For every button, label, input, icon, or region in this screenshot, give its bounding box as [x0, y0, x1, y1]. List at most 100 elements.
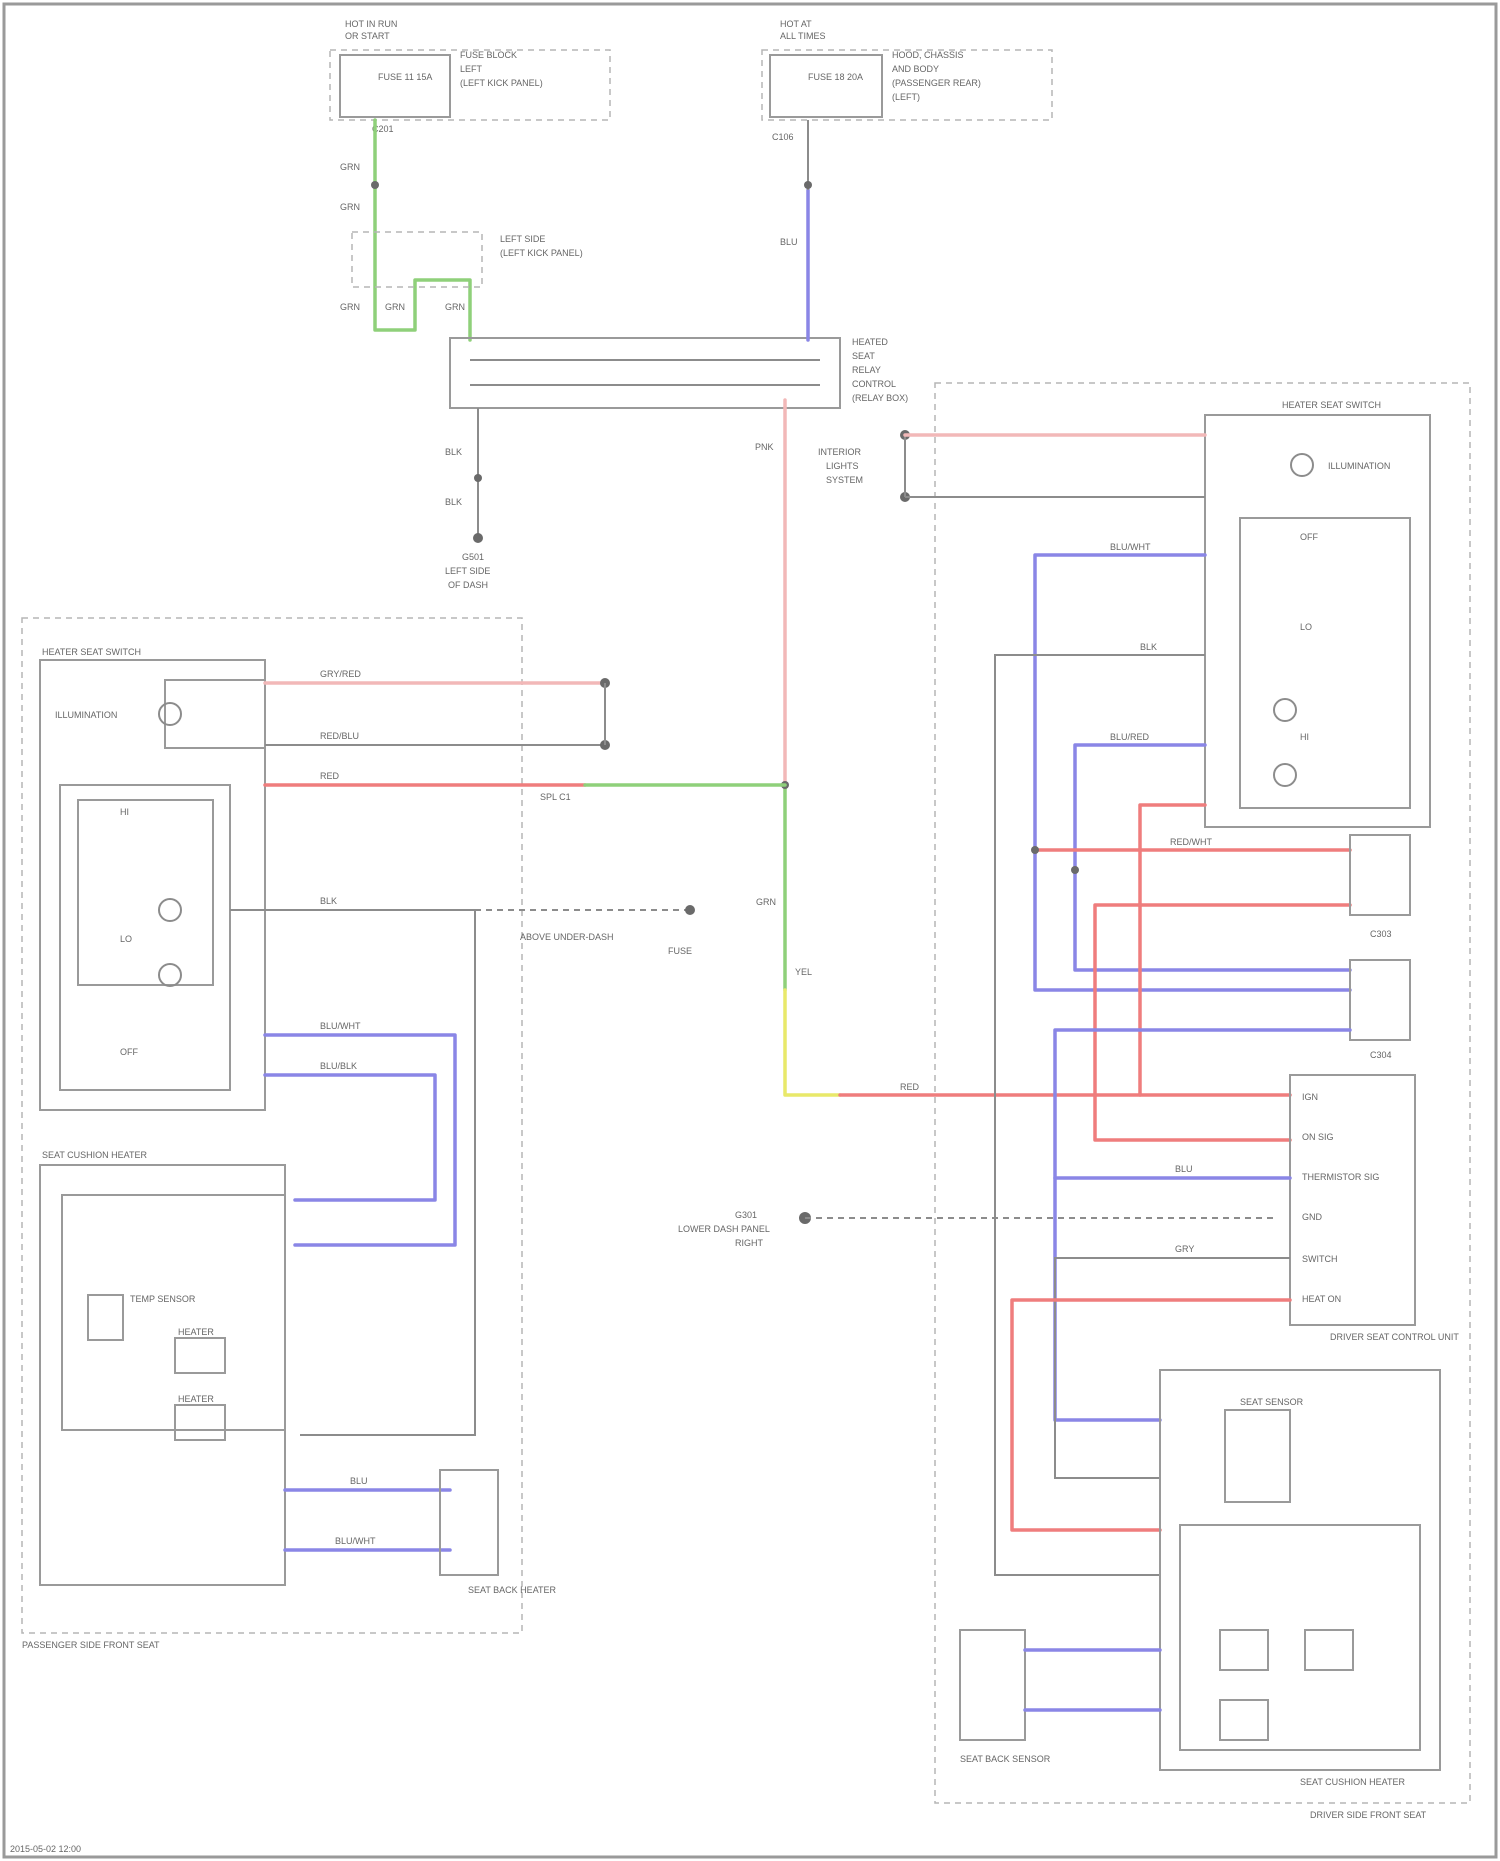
center-ground: G301 LOWER DASH PANEL RIGHT ABOVE UNDER-… — [520, 932, 1275, 1248]
driver-switch-title: HEATER SEAT SWITCH — [1282, 400, 1381, 410]
relay-label-2: SEAT — [852, 351, 875, 361]
splice-upper-wire-c: GRN — [445, 302, 465, 312]
splice-upper-wire-b: GRN — [385, 302, 405, 312]
fuse-box-right-body-1: HOOD, CHASSIS — [892, 50, 964, 60]
connector-c303 — [1350, 835, 1410, 915]
driver-ctrl-title: DRIVER SEAT CONTROL UNIT — [1330, 1332, 1459, 1342]
driver-w2: BLU/RED — [1110, 732, 1150, 742]
driver-off: OFF — [1300, 532, 1318, 542]
driver-wire-gnd-loop — [995, 655, 1205, 1575]
node — [371, 181, 379, 189]
center-wire-yel: YEL — [795, 967, 812, 977]
driver-sensor: SEAT SENSOR — [1240, 1397, 1304, 1407]
driver-cushion: SEAT CUSHION HEATER — [1300, 1777, 1406, 1787]
wire-label-top-2: GRN — [340, 202, 360, 212]
ground-label-2: LEFT SIDE — [445, 566, 490, 576]
center-ground-2: LOWER DASH PANEL — [678, 1224, 770, 1234]
fuse-box-left-title-1: HOT IN RUN — [345, 19, 397, 29]
driver-frame-label: DRIVER SIDE FRONT SEAT — [1310, 1810, 1427, 1820]
splice-upper-label-1: LEFT SIDE — [500, 234, 545, 244]
temp-sensor-box — [88, 1295, 123, 1340]
passenger-illum: ILLUMINATION — [55, 710, 117, 720]
wire-label-top-3: BLU — [780, 237, 798, 247]
wire-passenger-gnd — [230, 910, 475, 1435]
splice-upper-wire-a: GRN — [340, 302, 360, 312]
driver-wire-blu-3 — [1055, 1030, 1350, 1178]
driver-module: DRIVER SIDE FRONT SEAT HEATER SEAT SWITC… — [905, 383, 1470, 1820]
fuse-box-right-fuse: FUSE 18 20A — [808, 72, 863, 82]
driver-w6: GRY — [1175, 1244, 1194, 1254]
driver-w4: BLU — [1175, 1164, 1193, 1174]
fuse-box-left: HOT IN RUN OR START FUSE BLOCK LEFT (LEF… — [330, 19, 610, 134]
driver-ctrl-ign: IGN — [1302, 1092, 1318, 1102]
center-wire-red: RED — [900, 1082, 920, 1092]
relay-label-3: RELAY — [852, 365, 881, 375]
passenger-switch-title: HEATER SEAT SWITCH — [42, 647, 141, 657]
passenger-w-pwr: RED — [320, 771, 340, 781]
fuse-box-right-title-1: HOT AT — [780, 19, 812, 29]
interior-label-1: INTERIOR — [818, 447, 862, 457]
fuse-box-left-body-1: FUSE BLOCK — [460, 50, 517, 60]
driver-cushion-frame — [1160, 1370, 1440, 1770]
fuse-box-right-body-3: (PASSENGER REAR) — [892, 78, 981, 88]
fuse-box-left-body-2: LEFT — [460, 64, 483, 74]
driver-ctrl-sw: SWITCH — [1302, 1254, 1338, 1264]
driver-back-sensor-box — [960, 1630, 1025, 1740]
driver-back-sensor: SEAT BACK SENSOR — [960, 1754, 1051, 1764]
wire-label-top-4: PNK — [755, 442, 774, 452]
driver-w1: BLU/WHT — [1110, 542, 1151, 552]
illumination-lamp-icon — [159, 703, 181, 725]
driver-conn-b: C304 — [1370, 1050, 1392, 1060]
passenger-hi: HI — [120, 807, 129, 817]
center-unit-2: FUSE — [668, 946, 692, 956]
driver-ctrl-gnd: GND — [1302, 1212, 1323, 1222]
driver-hi: HI — [1300, 732, 1309, 742]
driver-lo-lamp-icon — [1274, 764, 1296, 786]
driver-illum: ILLUMINATION — [1328, 461, 1390, 471]
passenger-module: PASSENGER SIDE FRONT SEAT HEATER SEAT SW… — [22, 618, 785, 1650]
footer-stamp: 2015-05-02 12:00 — [10, 1844, 81, 1854]
driver-illum-lamp-icon — [1291, 454, 1313, 476]
fuse-box-right-conn: C106 — [772, 132, 794, 142]
hi-lamp-icon — [159, 899, 181, 921]
passenger-w-illum-a: GRY/RED — [320, 669, 361, 679]
passenger-w-b2: BLU/BLK — [320, 1061, 357, 1071]
driver-hi-lamp-icon — [1274, 699, 1296, 721]
splice-upper-label-2: (LEFT KICK PANEL) — [500, 248, 583, 258]
relay-label-4: CONTROL — [852, 379, 896, 389]
driver-wire-blu-2 — [1075, 745, 1350, 970]
driver-lo: LO — [1300, 622, 1312, 632]
fuse-box-right: HOT AT ALL TIMES HOOD, CHASSIS AND BODY … — [762, 19, 1052, 142]
relay-label-5: (RELAY BOX) — [852, 393, 908, 403]
passenger-w-back-b: BLU/WHT — [335, 1536, 376, 1546]
fuse-box-left-fuse: FUSE 11 15A — [378, 72, 432, 82]
driver-ctrl-thermo: THERMISTOR SIG — [1302, 1172, 1379, 1182]
passenger-w-illum-b: RED/BLU — [320, 731, 359, 741]
wire-label-top-1: GRN — [340, 162, 360, 172]
center-ground-3: RIGHT — [735, 1238, 764, 1248]
passenger-off: OFF — [120, 1047, 138, 1057]
passenger-w-b1: BLU/WHT — [320, 1021, 361, 1031]
wire-blu-a — [265, 1035, 455, 1245]
passenger-lo: LO — [120, 934, 132, 944]
seat-back-sensor-box — [440, 1470, 498, 1575]
relay-label-1: HEATED — [852, 337, 888, 347]
driver-control-unit — [1290, 1075, 1415, 1325]
driver-ctrl-on: ON SIG — [1302, 1132, 1334, 1142]
heater-b-box — [175, 1405, 225, 1440]
driver-wire-switch — [1055, 1258, 1290, 1478]
wire-blu-b — [265, 1075, 435, 1200]
fuse-box-right-body-2: AND BODY — [892, 64, 939, 74]
center-wire-grn: GRN — [756, 897, 776, 907]
relay-control-box: HEATED SEAT RELAY CONTROL (RELAY BOX) — [450, 337, 908, 408]
driver-ctrl-heat: HEAT ON — [1302, 1294, 1341, 1304]
ground-label-1: G501 — [462, 552, 484, 562]
passenger-heater-b: HEATER — [178, 1394, 214, 1404]
passenger-heater-a: HEATER — [178, 1327, 214, 1337]
fuse-box-left-title-2: OR START — [345, 31, 390, 41]
passenger-back-heater: SEAT BACK HEATER — [468, 1585, 557, 1595]
ground-label-3: OF DASH — [448, 580, 488, 590]
driver-w3: RED/WHT — [1170, 837, 1212, 847]
